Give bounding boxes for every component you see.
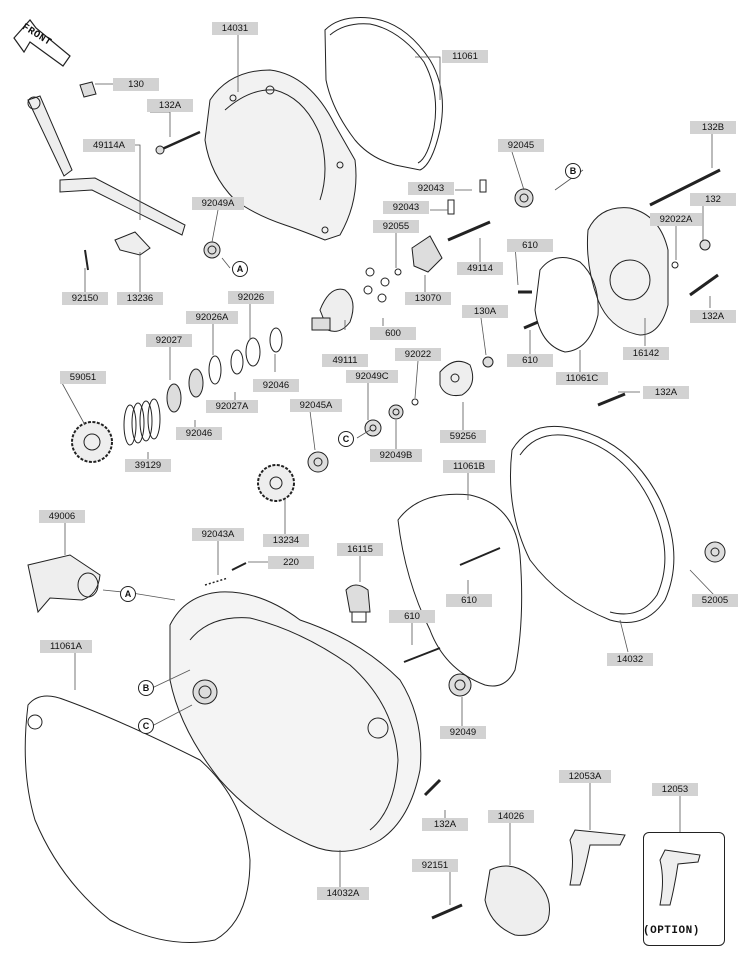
- part-label[interactable]: 12053A: [559, 770, 611, 783]
- reference-callout-c: C: [338, 431, 354, 447]
- option-label: (OPTION): [643, 925, 700, 937]
- reference-callout-a: A: [120, 586, 136, 602]
- part-label[interactable]: 132A: [643, 386, 689, 399]
- part-label[interactable]: 11061: [442, 50, 488, 63]
- part-label[interactable]: 16142: [623, 347, 669, 360]
- reference-callout-b: B: [138, 680, 154, 696]
- part-label[interactable]: 16115: [337, 543, 383, 556]
- part-label[interactable]: 600: [370, 327, 416, 340]
- part-label[interactable]: 92151: [412, 859, 458, 872]
- part-label[interactable]: 92045A: [290, 399, 342, 412]
- gasket-14032-shape: [510, 425, 675, 623]
- gasket-11061B-shape: [397, 493, 523, 687]
- part-label[interactable]: 59256: [440, 430, 486, 443]
- part-label[interactable]: 130: [113, 78, 159, 91]
- part-label[interactable]: 39129: [125, 459, 171, 472]
- part-label[interactable]: 13234: [263, 534, 309, 547]
- cover-14026-shape: [484, 865, 550, 936]
- part-label[interactable]: 92045: [498, 139, 544, 152]
- part-label[interactable]: 11061C: [556, 372, 608, 385]
- part-label[interactable]: 11061B: [443, 460, 495, 473]
- part-label[interactable]: 49006: [39, 510, 85, 523]
- part-label[interactable]: 14032A: [317, 887, 369, 900]
- part-label[interactable]: 92026: [228, 291, 274, 304]
- crankcase-cover-shape: [169, 591, 422, 852]
- part-label[interactable]: 92022: [395, 348, 441, 361]
- part-label[interactable]: 14026: [488, 810, 534, 823]
- part-label[interactable]: 610: [446, 594, 492, 607]
- part-label[interactable]: 49114A: [83, 139, 135, 152]
- reference-callout-c: C: [138, 718, 154, 734]
- part-label[interactable]: 49111: [322, 354, 368, 367]
- part-label[interactable]: 610: [507, 239, 553, 252]
- part-label[interactable]: 92049C: [346, 370, 398, 383]
- part-label[interactable]: 92055: [373, 220, 419, 233]
- part-label[interactable]: 220: [268, 556, 314, 569]
- gasket-11061-shape: [324, 17, 443, 171]
- part-label[interactable]: 92043A: [192, 528, 244, 541]
- spring-39129-shape: [123, 398, 161, 446]
- part-label[interactable]: 92049: [440, 726, 486, 739]
- part-label[interactable]: 92150: [62, 292, 108, 305]
- part-label[interactable]: 92049A: [192, 197, 244, 210]
- part-label[interactable]: 132: [690, 193, 736, 206]
- part-label[interactable]: 92022A: [650, 213, 702, 226]
- option-box: [643, 832, 725, 946]
- part-label[interactable]: 59051: [60, 371, 106, 384]
- front-arrow-icon: [13, 19, 71, 67]
- part-label[interactable]: 92043: [408, 182, 454, 195]
- part-label[interactable]: 14031: [212, 22, 258, 35]
- part-label[interactable]: 130A: [462, 305, 508, 318]
- part-label[interactable]: 610: [389, 610, 435, 623]
- gear-59051-shape: [71, 421, 113, 463]
- part-label[interactable]: 92026A: [186, 311, 238, 324]
- part-label[interactable]: 132A: [147, 99, 193, 112]
- gear-13234-shape: [257, 464, 295, 502]
- part-label[interactable]: 132A: [690, 310, 736, 323]
- clutch-cover-shape: [204, 69, 357, 241]
- gasket-11061A-shape: [24, 695, 251, 943]
- part-label[interactable]: 13236: [117, 292, 163, 305]
- part-label[interactable]: 92027: [146, 334, 192, 347]
- reference-callout-a: A: [232, 261, 248, 277]
- part-label[interactable]: 14032: [607, 653, 653, 666]
- part-label[interactable]: 49114: [457, 262, 503, 275]
- water-pump-cover-shape: [586, 207, 669, 336]
- part-label[interactable]: 132B: [690, 121, 736, 134]
- part-label[interactable]: 92027A: [206, 400, 258, 413]
- part-label[interactable]: 92046: [253, 379, 299, 392]
- part-label[interactable]: 12053: [652, 783, 698, 796]
- part-label[interactable]: 92049B: [370, 449, 422, 462]
- part-label[interactable]: 92046: [176, 427, 222, 440]
- part-label[interactable]: 52005: [692, 594, 738, 607]
- part-label[interactable]: 11061A: [40, 640, 92, 653]
- part-label[interactable]: 92043: [383, 201, 429, 214]
- part-label[interactable]: 132A: [422, 818, 468, 831]
- part-label[interactable]: 13070: [405, 292, 451, 305]
- reference-callout-b: B: [565, 163, 581, 179]
- part-label[interactable]: 610: [507, 354, 553, 367]
